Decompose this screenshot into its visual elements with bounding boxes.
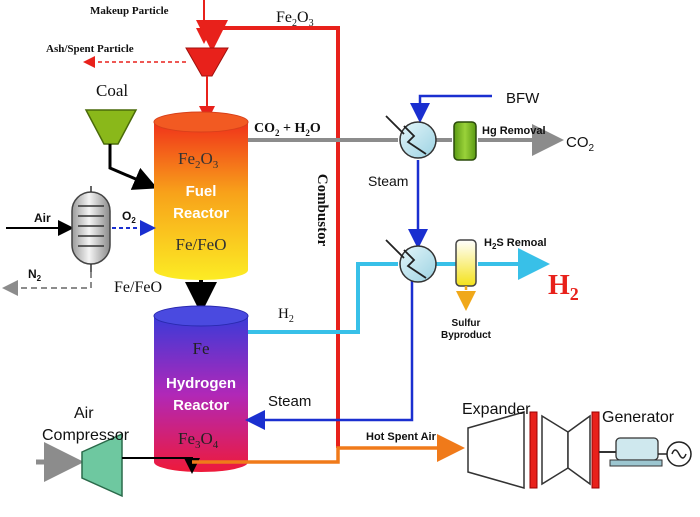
turbine <box>541 414 569 486</box>
coal-hopper <box>84 109 138 145</box>
air-compressor-label-1: Air <box>74 405 94 422</box>
hydrogen-reactor-name-2: Reactor <box>173 397 229 414</box>
hot-spent-air-label: Hot Spent Air <box>366 431 437 443</box>
h2-line <box>248 262 398 334</box>
expander <box>467 411 525 489</box>
h2s-removal-unit <box>455 239 477 287</box>
fuel-reactor <box>153 111 249 280</box>
air-label: Air <box>34 211 51 225</box>
coal-label: Coal <box>96 81 128 100</box>
n2-label: N2 <box>28 267 42 283</box>
n2-line <box>2 272 92 296</box>
fuel-reactor-bottom-label: Fe/FeO <box>176 235 227 254</box>
hydrogen-reactor <box>153 305 249 472</box>
bfw-label: BFW <box>506 90 540 107</box>
heat-exchanger-upper <box>385 115 437 159</box>
h2-out-label: H2 <box>548 270 579 304</box>
hydrogen-reactor-top-label: Fe <box>193 339 210 358</box>
expander-label: Expander <box>462 401 531 418</box>
co2-h2o-label: CO2 + H2O <box>254 121 321 138</box>
air-compressor <box>81 432 123 498</box>
expander-coupling-left <box>529 411 538 489</box>
bfw-line <box>410 94 492 123</box>
ash-spent-label: Ash/Spent Particle <box>46 43 134 55</box>
sulfur-label-2: Byproduct <box>441 330 492 341</box>
fuel-reactor-name-1: Fuel <box>186 183 217 200</box>
air-compressor-label-2: Compressor <box>42 427 130 444</box>
makeup-hopper <box>185 47 229 77</box>
hg-removal-unit <box>453 121 477 161</box>
fe-feo-out-label: Fe/FeO <box>114 279 162 296</box>
combustor-label: Combustor <box>314 174 330 247</box>
hydrogen-reactor-bottom-label: Fe3O4 <box>178 429 219 451</box>
generator-base <box>609 459 663 467</box>
h2-mid-label: H2 <box>278 306 294 325</box>
hydrogen-reactor-name-1: Hydrogen <box>166 375 236 392</box>
expander-coupling-right <box>591 411 600 489</box>
compressor-to-hydrogen-line <box>122 457 200 474</box>
steam-upper-label: Steam <box>368 173 408 189</box>
generator-label: Generator <box>602 409 675 426</box>
steam-to-hydrogen-line <box>245 278 414 430</box>
steam-lower-label: Steam <box>268 393 311 410</box>
fuel-reactor-top-label: Fe2O3 <box>178 149 219 171</box>
fuel-reactor-name-2: Reactor <box>173 205 229 222</box>
turbine-back <box>567 414 591 486</box>
hot-spent-air-line <box>192 434 465 464</box>
co2-out-label: CO2 <box>566 134 595 154</box>
fe2o3-top-label: Fe2O3 <box>276 9 314 29</box>
sulfur-label-1: Sulfur <box>452 318 481 329</box>
air-separator <box>71 186 111 272</box>
makeup-particle-label: Makeup Particle <box>90 5 169 17</box>
coal-feed-line <box>108 144 158 190</box>
generator-body <box>615 437 659 461</box>
fe2o3-recycle-line <box>196 20 340 448</box>
h2s-removal-label: H2S Remoal <box>484 237 547 251</box>
hg-removal-label: Hg Removal <box>482 125 546 137</box>
o2-label: O2 <box>122 209 136 225</box>
heat-exchanger-lower <box>385 239 437 283</box>
ac-wave-icon <box>671 449 687 459</box>
